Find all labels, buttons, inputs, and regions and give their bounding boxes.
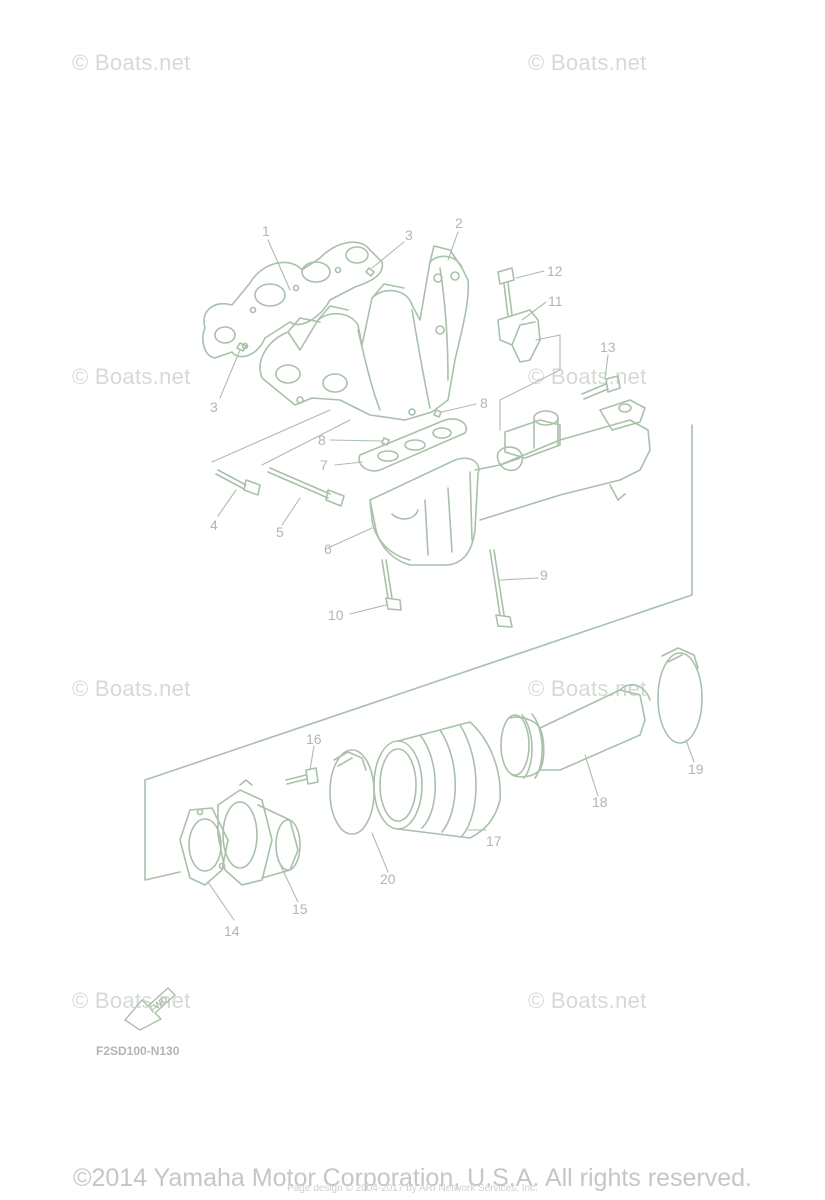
callout-number: 18 <box>592 794 608 810</box>
part-4-bolt <box>215 469 261 496</box>
part-3-dowel <box>365 267 375 277</box>
callout-number: 7 <box>320 457 328 473</box>
callout-number: 8 <box>318 432 326 448</box>
part-18-pipe <box>500 684 651 779</box>
part-9-bolt <box>489 549 513 628</box>
callout-number: 14 <box>224 923 240 939</box>
fwd-arrow <box>124 987 176 1031</box>
callout-number: 2 <box>455 215 463 231</box>
watermark: © Boats.net <box>528 676 647 701</box>
callout-number: 20 <box>380 871 396 887</box>
fwd-label: FWD <box>147 993 170 1014</box>
part-6-exhaust-elbow <box>369 419 651 566</box>
part-20-clamp <box>329 749 375 835</box>
watermark: © Boats.net <box>72 988 191 1013</box>
callout-number: 15 <box>292 901 308 917</box>
part-8-dowel <box>381 437 390 446</box>
callout-number: 3 <box>405 227 413 243</box>
watermark: © Boats.net <box>72 676 191 701</box>
part-8-dowel <box>433 409 442 418</box>
callout-number: 10 <box>328 607 344 623</box>
part-outlet-fitting <box>496 399 646 472</box>
part-19-clamp <box>657 647 703 744</box>
callout-number: 13 <box>600 339 616 355</box>
credit-text: Page design © 2004-2017 by ARI Network S… <box>287 1183 538 1194</box>
callout-number: 16 <box>306 731 322 747</box>
watermark: © Boats.net <box>528 50 647 75</box>
watermark: © Boats.net <box>528 988 647 1013</box>
leader-lines <box>207 231 695 921</box>
assembly-boundary <box>144 424 693 881</box>
part-5-bolt <box>267 467 345 507</box>
callout-number: 9 <box>540 567 548 583</box>
watermark: © Boats.net <box>72 364 191 389</box>
callout-number: 3 <box>210 399 218 415</box>
part-13-bolt <box>581 375 621 400</box>
part-10-bolt <box>381 559 402 611</box>
callout-number: 17 <box>486 833 502 849</box>
part-7-gasket <box>358 418 467 472</box>
watermark: © Boats.net <box>72 50 191 75</box>
callout-number: 5 <box>276 524 284 540</box>
diagram-code: F2SD100-N130 <box>96 1044 180 1058</box>
part-12-bolt <box>497 267 515 317</box>
part-1-gasket <box>202 241 384 359</box>
part-15-adapter <box>217 779 301 886</box>
part-3-dowel <box>236 342 247 352</box>
callout-number: 12 <box>547 263 563 279</box>
copyright-text: ©2014 Yamaha Motor Corporation, U.S.A. A… <box>73 1164 752 1192</box>
callout-number: 6 <box>324 541 332 557</box>
callout-number: 19 <box>688 761 704 777</box>
part-2-manifold <box>259 245 470 421</box>
part-16-screw <box>285 767 319 785</box>
callout-number: 1 <box>262 223 270 239</box>
callout-number: 4 <box>210 517 218 533</box>
part-11-bracket <box>497 309 541 363</box>
part-17-hose <box>373 721 501 839</box>
callout-number: 11 <box>548 293 563 309</box>
part-14-plate <box>179 807 229 886</box>
callout-number: 8 <box>480 395 488 411</box>
